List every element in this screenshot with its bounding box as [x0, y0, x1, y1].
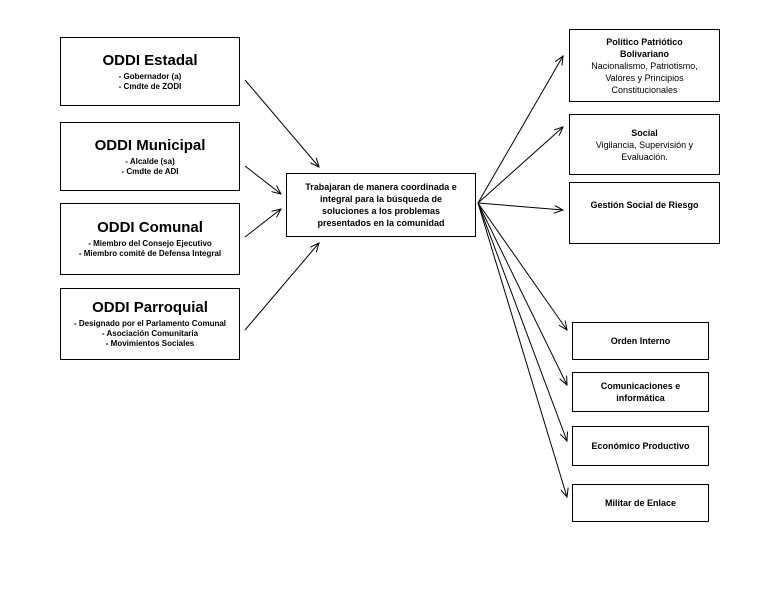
box-oddi-comunal: ODDI Comunal - Miembro del Consejo Ejecu… [60, 203, 240, 275]
box-line: - Alcalde (sa) [125, 156, 175, 166]
arrow-center-to-economico [477, 202, 567, 441]
box-line: - Miembro comité de Defensa Integral [78, 249, 222, 258]
box-title: ODDI Comunal [97, 219, 203, 236]
arrow-center-to-militar [477, 202, 567, 497]
box-title: ODDI Parroquial [92, 299, 208, 316]
box-line: Nacionalismo, Patriotismo, [591, 60, 698, 71]
box-line: Constitucionales [611, 84, 678, 95]
box-title: Social [631, 127, 658, 138]
box-center-coordination: Trabajaran de manera coordinada e integr… [286, 173, 476, 237]
box-line: Vigilancia, Supervisión y [595, 139, 694, 150]
box-line: Valores y Principios [605, 72, 684, 83]
arrow-estadal-to-center [244, 79, 319, 167]
box-line: Evaluación. [621, 151, 668, 162]
box-oddi-municipal: ODDI Municipal - Alcalde (sa) - Cmdte de… [60, 122, 240, 191]
box-title: Político Patriótico [606, 36, 683, 47]
center-line: soluciones a los problemas [321, 206, 441, 216]
box-title: Bolivariano [619, 48, 669, 59]
center-line: integral para la búsqueda de [319, 194, 443, 204]
box-line: - Designado por el Parlamento Comunal [73, 319, 227, 328]
center-line: Trabajaran de manera coordinada e [305, 182, 457, 192]
arrow-center-to-social [477, 127, 563, 204]
box-line: - Asociación Comunitaria [101, 329, 199, 338]
box-title: Gestión Social de Riesgo [590, 200, 699, 210]
arrow-center-to-gestion [477, 202, 563, 210]
box-title: Comunicaciones e [600, 381, 681, 391]
box-line: - Gobernador (a) [118, 71, 182, 81]
box-title: Militar de Enlace [604, 498, 677, 508]
box-line: - Miembro del Consejo Ejecutivo [88, 239, 212, 248]
box-politico-patriotico: Político Patriótico Bolivariano Nacional… [569, 29, 720, 102]
box-title: Orden Interno [610, 336, 671, 346]
box-line: - Cmdte de ADI [121, 166, 179, 176]
box-comunicaciones: Comunicaciones e informática [572, 372, 709, 412]
box-social: Social Vigilancia, Supervisión y Evaluac… [569, 114, 720, 175]
box-economico-productivo: Económico Productivo [572, 426, 709, 466]
box-line: - Movimientos Sociales [105, 339, 195, 348]
box-orden-interno: Orden Interno [572, 322, 709, 360]
box-gestion-social-riesgo: Gestión Social de Riesgo [569, 182, 720, 244]
arrow-comunal-to-center [244, 209, 281, 238]
arrow-parroquial-to-center [244, 243, 319, 331]
arrow-center-to-politico [477, 56, 563, 204]
box-oddi-parroquial: ODDI Parroquial - Designado por el Parla… [60, 288, 240, 360]
box-line: - Cmdte de ZODI [118, 81, 182, 91]
box-militar-enlace: Militar de Enlace [572, 484, 709, 522]
center-line: presentados en la comunidad [317, 218, 445, 228]
box-title: ODDI Estadal [102, 51, 198, 69]
box-oddi-estadal: ODDI Estadal - Gobernador (a) - Cmdte de… [60, 37, 240, 106]
box-title: informática [616, 393, 665, 403]
box-title: ODDI Municipal [94, 136, 206, 154]
arrow-municipal-to-center [244, 165, 281, 194]
arrow-center-to-comunicaciones [477, 202, 567, 385]
box-title: Económico Productivo [591, 441, 690, 451]
arrow-center-to-orden [477, 202, 567, 330]
